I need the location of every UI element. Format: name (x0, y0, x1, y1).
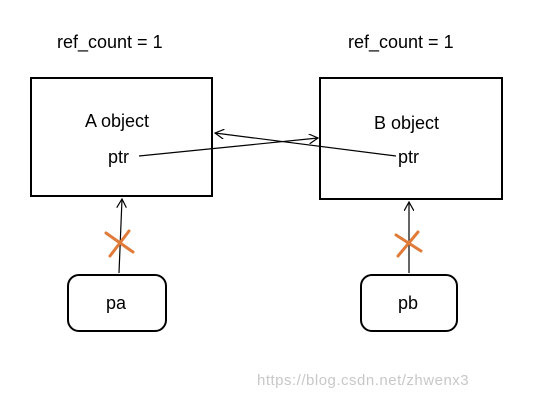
a-ptr-to-b-arrow (138, 138, 318, 157)
pb-broken-link-cross-icon (394, 230, 423, 258)
a-ptr-label: ptr (108, 147, 130, 167)
a-object-label: A object (85, 111, 150, 131)
b-object-label: B object (374, 113, 440, 133)
pb-handle-box (360, 274, 458, 332)
b-ref-count-label: ref_count = 1 (348, 32, 454, 52)
pa-handle-label: pa (106, 293, 127, 313)
b-ptr-to-a-arrow (215, 133, 397, 157)
watermark-text: https://blog.csdn.net/zhwenx3 (257, 372, 470, 389)
b-object-box (319, 77, 503, 200)
b-ptr-label: ptr (398, 147, 420, 167)
a-ref-count-label: ref_count = 1 (57, 32, 163, 52)
pb-handle-label: pb (398, 293, 419, 313)
pa-broken-link-cross-icon (104, 229, 135, 258)
pa-to-a-arrow (119, 199, 122, 274)
a-object-box (30, 77, 213, 197)
pa-handle-box (67, 274, 167, 332)
